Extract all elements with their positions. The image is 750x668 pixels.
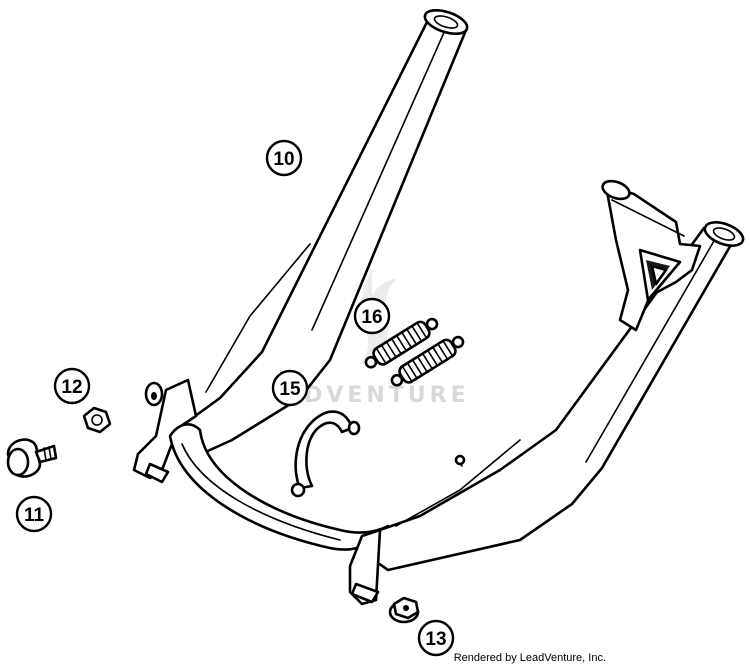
- rubber-bumper: [6, 438, 58, 478]
- spring-bracket: [290, 410, 361, 498]
- stand-frame: [132, 9, 745, 606]
- svg-text:11: 11: [24, 505, 45, 526]
- svg-text:12: 12: [61, 377, 82, 398]
- springs: [364, 317, 465, 387]
- flange-nut: [388, 596, 420, 624]
- svg-text:15: 15: [279, 379, 301, 400]
- svg-text:13: 13: [425, 629, 446, 650]
- footer-credit: Rendered by LeadVenture, Inc.: [453, 652, 606, 664]
- callout-16: 16: [353, 297, 391, 335]
- callout-13: 13: [417, 619, 455, 657]
- hex-nut: [82, 406, 112, 434]
- callout-10: 10: [265, 139, 303, 177]
- callout-11: 11: [15, 495, 53, 533]
- callout-15: 15: [271, 369, 309, 407]
- callout-12: 12: [53, 367, 91, 405]
- svg-text:16: 16: [361, 307, 382, 328]
- svg-text:10: 10: [273, 149, 294, 170]
